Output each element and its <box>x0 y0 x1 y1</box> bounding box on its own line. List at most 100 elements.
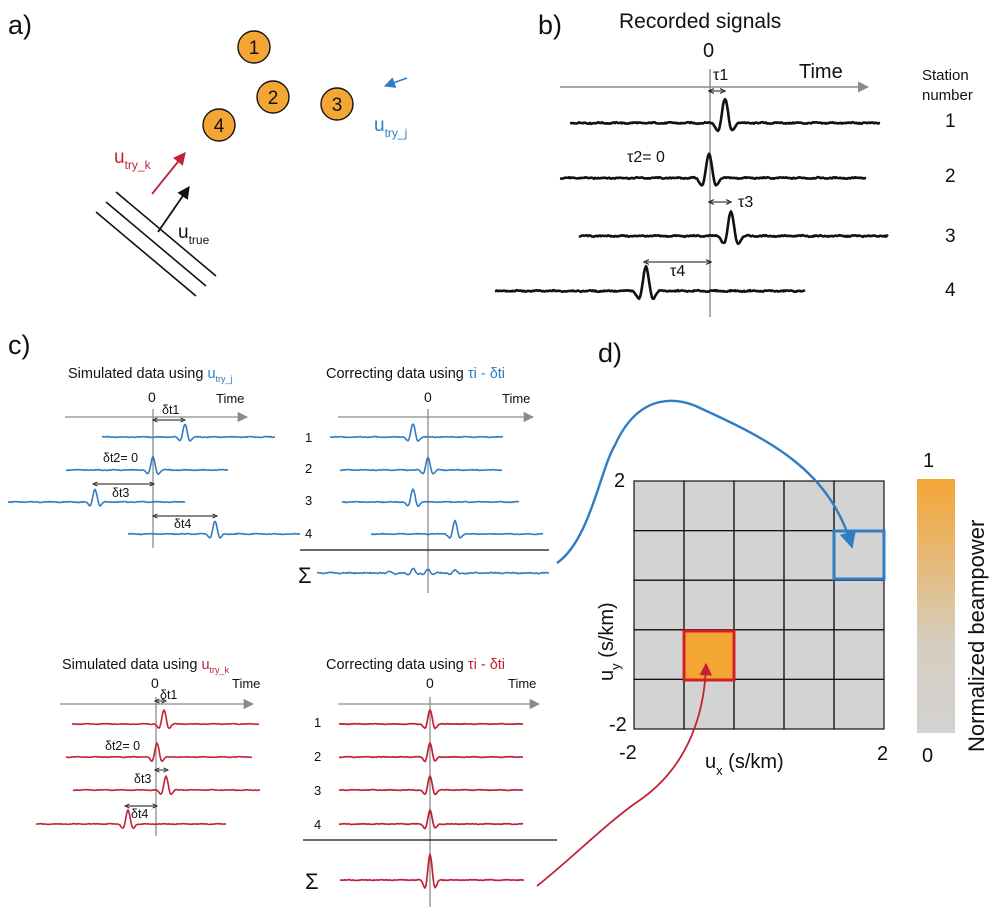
simulated-trace <box>127 520 301 539</box>
dt3-label: δt3 <box>112 486 129 500</box>
red-sim-title: Simulated data using utry_k <box>62 657 230 675</box>
trace-number: 4 <box>314 817 321 832</box>
trace-number: 4 <box>305 526 312 541</box>
red-corr-zero-label: 0 <box>426 675 434 691</box>
recorded-trace <box>559 152 867 187</box>
trace-number: 3 <box>305 493 312 508</box>
svg-text:3: 3 <box>332 95 343 116</box>
colorbar-min-label: 0 <box>922 745 933 767</box>
panel-b-letter: b) <box>538 10 562 40</box>
corrected-trace <box>338 809 524 830</box>
red-sum-symbol: Σ <box>305 869 319 894</box>
corrected-trace <box>316 567 550 576</box>
red-corr-title: Correcting data using τi - δti <box>326 657 505 673</box>
station-number: 1 <box>945 111 956 132</box>
u-try-j-arrow <box>383 77 408 88</box>
station-marker: 4 <box>202 108 236 142</box>
simulated-trace <box>65 742 253 763</box>
x-max-label: 2 <box>877 743 888 765</box>
simulated-trace <box>71 709 260 729</box>
panel-a-letter: a) <box>8 10 32 40</box>
blue-selected-cell <box>832 529 886 581</box>
corrected-trace <box>329 423 504 442</box>
recorded-trace <box>578 210 889 246</box>
tau4-label: τ4 <box>670 263 685 280</box>
dt2-label: δt2= 0 <box>103 451 138 465</box>
station-markers: 1 2 3 4 <box>202 30 354 142</box>
x-axis-title: ux (s/km) <box>705 751 784 778</box>
station-header-line2: number <box>922 87 973 104</box>
colorbar <box>917 479 955 733</box>
corrected-trace <box>338 742 524 763</box>
time-label: Time <box>799 61 843 83</box>
colorbar-max-label: 1 <box>923 450 934 472</box>
blue-sim-title: Simulated data using utry_j <box>68 366 233 384</box>
corrected-trace <box>370 519 544 539</box>
station-marker: 2 <box>256 80 290 114</box>
simulated-trace <box>65 455 229 475</box>
dt3-label: δt3 <box>134 772 151 786</box>
y-max-label: 2 <box>614 470 625 492</box>
u-try-k-arrow <box>151 152 186 195</box>
dt1-label: δt1 <box>160 688 177 702</box>
red-sim-zero-label: 0 <box>151 675 159 691</box>
y-min-label: -2 <box>609 714 627 736</box>
red-simulated: Simulated data using utry_k 0 Time δt1 δ… <box>35 657 261 836</box>
panel-c-letter: c) <box>8 330 31 360</box>
blue-sim-traces <box>7 423 301 539</box>
dt4-label: δt4 <box>131 807 148 821</box>
corrected-trace <box>338 775 524 796</box>
u-true-arrow <box>157 185 190 233</box>
trace-number: 1 <box>305 430 312 445</box>
x-min-label: -2 <box>619 742 637 764</box>
simulated-trace <box>72 775 261 796</box>
wavefront-line <box>115 191 217 277</box>
blue-corrected-traces <box>316 423 550 576</box>
trace-number: 3 <box>314 783 321 798</box>
corrected-trace <box>339 853 525 889</box>
y-axis-title: uy (s/km) <box>596 602 623 681</box>
slowness-grid <box>633 480 885 730</box>
blue-connector-curve <box>556 399 856 564</box>
svg-text:2: 2 <box>268 88 279 109</box>
simulated-trace <box>35 809 227 829</box>
svg-text:4: 4 <box>214 116 225 137</box>
wavefront-line <box>95 211 197 297</box>
red-corr-time-label: Time <box>508 676 536 691</box>
blue-corr-title: Correcting data using τi - δti <box>326 366 505 382</box>
station-number: 2 <box>945 166 956 187</box>
trace-number: 1 <box>314 715 321 730</box>
blue-sum-symbol: Σ <box>298 563 312 588</box>
corrected-trace <box>339 456 503 475</box>
panel-b: b) Recorded signals 0 Time τ1 τ2= 0 τ3 τ… <box>494 10 973 317</box>
red-connector-curve <box>536 662 713 887</box>
tau3-label: τ3 <box>738 194 753 211</box>
u-true-label: utrue <box>178 222 210 247</box>
red-corrected-traces <box>338 709 525 889</box>
panel-d: d) 2 -2 -2 2 ux (s/km) uy (s/km) 1 0 Nor… <box>536 338 989 887</box>
blue-corrected: Correcting data using τi - δti 0 Time 1 … <box>298 366 550 593</box>
station-header-line1: Station <box>922 67 969 84</box>
station-marker: 1 <box>237 30 271 64</box>
simulated-trace <box>7 488 186 507</box>
trace-number: 2 <box>314 749 321 764</box>
dt1-label: δt1 <box>162 403 179 417</box>
trace-number: 2 <box>305 461 312 476</box>
panel-c: c) Simulated data using utry_j 0 Time δt… <box>7 330 557 907</box>
blue-sim-zero-label: 0 <box>148 389 156 405</box>
wavefront-lines <box>95 191 217 297</box>
recorded-trace <box>569 97 881 133</box>
colorbar-label: Normalized beampower <box>964 520 989 752</box>
grid-cell <box>833 678 885 730</box>
simulated-trace <box>101 423 276 442</box>
station-number: 3 <box>945 226 956 247</box>
corrected-trace <box>338 709 524 730</box>
grid-background <box>634 481 884 729</box>
station-marker: 3 <box>320 87 354 121</box>
blue-simulated: Simulated data using utry_j 0 Time δt1 δ… <box>7 366 301 548</box>
station-number: 4 <box>945 280 956 301</box>
u-try-j-label: utry_j <box>374 115 407 140</box>
tau1-label: τ1 <box>713 67 728 84</box>
red-corrected: Correcting data using τi - δti 0 Time 1 … <box>303 657 557 907</box>
